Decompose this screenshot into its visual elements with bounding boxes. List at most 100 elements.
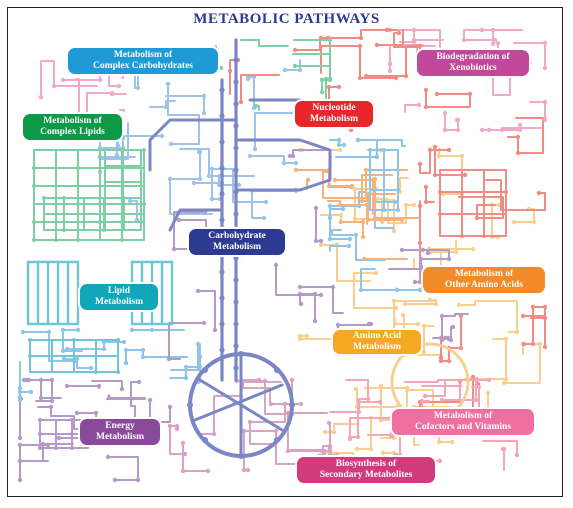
metabolite-node: [263, 199, 269, 205]
metabolite-node: [54, 446, 58, 450]
metabolite-node: [396, 208, 400, 212]
metabolite-node: [292, 63, 298, 69]
label-complex-lipids[interactable]: Metabolism of Complex Lipids: [23, 114, 122, 140]
metabolite-node: [382, 148, 386, 152]
metabolite-node: [195, 288, 201, 294]
label-nucleotide[interactable]: Nucleotide Metabolism: [295, 101, 373, 127]
label-energy[interactable]: Energy Metabolism: [80, 419, 160, 445]
label-line1: Energy: [105, 421, 135, 431]
metabolite-node: [456, 302, 462, 308]
label-line2: Xenobiotics: [449, 63, 497, 73]
pathway-line: [464, 338, 507, 380]
metabolite-node: [105, 454, 111, 460]
diagram-title: METABOLIC PATHWAYS: [193, 11, 380, 27]
metabolite-node: [372, 176, 378, 182]
metabolite-node: [183, 364, 189, 370]
label-line1: Biosynthesis of: [335, 459, 397, 469]
metabolite-node: [474, 215, 480, 221]
metabolite-node: [253, 103, 259, 109]
metabolite-node: [46, 329, 52, 335]
metabolite-node: [363, 73, 369, 79]
pathway-line: [66, 341, 125, 350]
metabolite-node: [349, 183, 355, 189]
pathway-line: [357, 139, 406, 147]
pathway-line: [329, 245, 350, 252]
label-other-amino-acids[interactable]: Metabolism of Other Amino Acids: [423, 267, 545, 293]
metabolite-node: [495, 40, 501, 46]
label-line2: Metabolism: [94, 297, 144, 307]
metabolite-node: [360, 234, 366, 240]
pathway-line: [19, 444, 49, 462]
pathway-line: [240, 74, 280, 103]
metabolite-node: [167, 176, 173, 182]
label-lipid[interactable]: Lipid Metabolism: [80, 284, 158, 310]
metabolite-node: [411, 404, 417, 410]
metabolite-node: [49, 398, 55, 404]
label-cofactors-vitamins[interactable]: Metabolism of Cofactors and Vitamins: [392, 409, 534, 435]
metabolite-node: [238, 453, 244, 459]
pathway-line: [363, 258, 408, 261]
metabolite-node: [365, 396, 371, 402]
metabolite-node: [121, 212, 125, 216]
metabolite-node: [233, 167, 239, 173]
metabolite-node: [205, 468, 211, 474]
metabolite-node: [135, 477, 141, 483]
metabolite-node: [247, 153, 253, 159]
metabolite-node: [335, 322, 341, 328]
label-line2: Metabolism: [352, 342, 402, 352]
metabolite-node: [197, 149, 203, 155]
label-secondary-metabolites[interactable]: Biosynthesis of Secondary Metabolites: [297, 457, 435, 483]
label-complex-carbohydrates[interactable]: Metabolism of Complex Carbohydrates: [68, 48, 218, 74]
metabolite-node: [49, 377, 55, 383]
metabolite-node: [245, 76, 251, 82]
metabolite-node: [448, 337, 454, 343]
pathway-line: [458, 196, 504, 219]
pathway-line: [193, 383, 284, 422]
metabolite-node: [515, 150, 521, 156]
metabolite-node: [202, 367, 208, 373]
metabolite-node: [56, 435, 62, 441]
label-xenobiotics[interactable]: Biodegradation of Xenobiotics: [417, 50, 529, 76]
metabolite-node: [17, 385, 23, 391]
pathway-line: [234, 138, 332, 192]
metabolite-node: [245, 467, 251, 473]
pathway-line: [119, 109, 125, 112]
pathway-line: [294, 37, 329, 51]
metabolite-node: [327, 37, 333, 43]
label-line1: Lipid: [107, 286, 131, 296]
metabolite-node: [247, 419, 253, 425]
metabolite-node: [209, 196, 215, 202]
metabolite-node: [442, 110, 448, 116]
metabolite-node: [176, 217, 182, 223]
metabolite-node: [209, 166, 215, 172]
metabolite-node: [327, 203, 333, 209]
label-line2: Metabolism: [95, 432, 145, 442]
metabolite-node: [38, 94, 44, 100]
metabolite-node: [486, 377, 492, 383]
metabolite-node: [119, 386, 125, 392]
metabolite-node: [32, 166, 36, 170]
metabolite-node: [142, 202, 146, 206]
metabolite-node: [467, 91, 473, 97]
metabolite-node: [368, 168, 372, 172]
metabolite-node: [417, 287, 423, 293]
metabolite-node: [147, 397, 153, 403]
metabolite-node: [476, 384, 482, 390]
label-amino-acid[interactable]: Amino Acid Metabolism: [333, 330, 421, 354]
label-carbohydrate[interactable]: Carbohydrate Metabolism: [189, 229, 285, 255]
metabolite-node: [297, 284, 303, 290]
metabolite-node: [514, 452, 520, 458]
metabolite-node: [28, 354, 32, 358]
metabolite-node: [121, 164, 125, 168]
metabolite-node: [515, 134, 521, 140]
metabolite-node: [32, 184, 36, 188]
metabolite-node: [20, 329, 26, 335]
metabolite-node: [393, 452, 399, 458]
pathway-line: [365, 45, 421, 77]
metabolite-node: [167, 423, 173, 429]
metabolite-node: [233, 189, 239, 195]
metabolite-node: [94, 370, 98, 374]
metabolite-node: [432, 172, 438, 178]
metabolite-node: [159, 133, 165, 139]
metabolite-node: [182, 451, 188, 457]
